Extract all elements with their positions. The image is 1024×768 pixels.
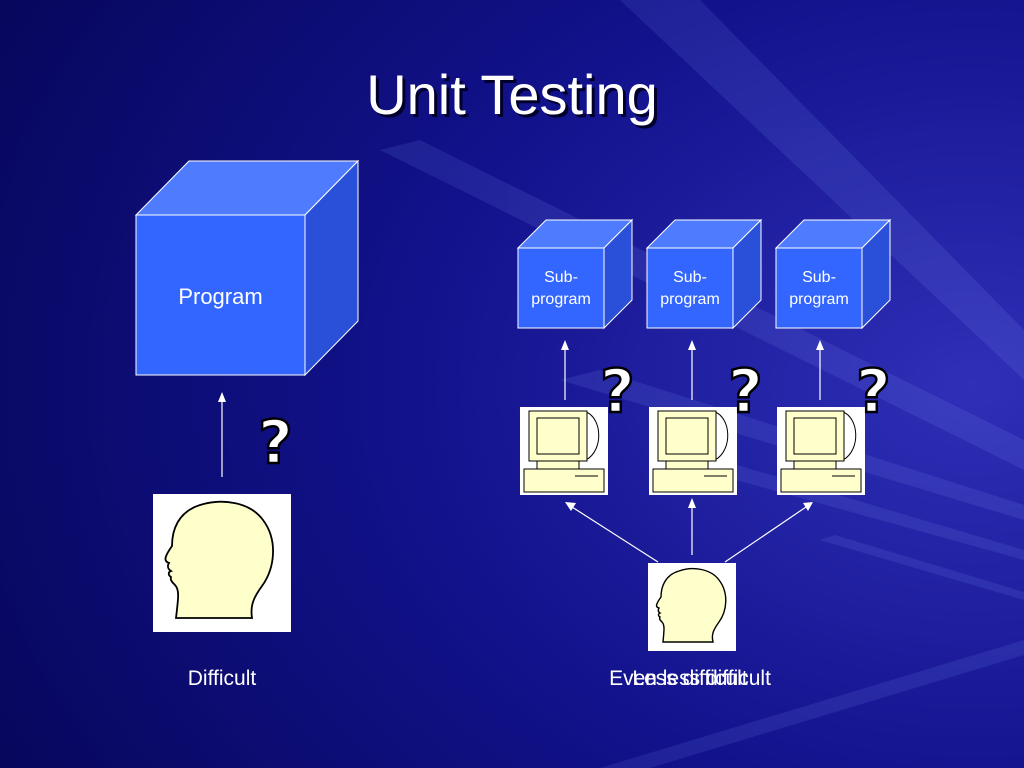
subprogram-cube-2 — [645, 218, 763, 330]
computer-icon-3 — [777, 407, 865, 495]
tester-head-icon-small — [648, 563, 736, 651]
subprogram-cube-1-label: Sub- program — [518, 267, 604, 311]
subprogram-cube-2-label: Sub- program — [647, 267, 733, 311]
arrow-head-to-program — [218, 392, 226, 477]
slide-title: Unit Testing — [366, 63, 658, 126]
program-cube — [134, 159, 360, 377]
question-mark-1: ? — [599, 357, 636, 427]
subprogram-1-line1: Sub- — [544, 269, 578, 286]
caption-less-difficult: Less difficult — [632, 667, 748, 690]
caption-difficult: Difficult — [187, 667, 257, 690]
subprogram-cube-1 — [516, 218, 634, 330]
tester-head-icon-large — [153, 494, 291, 632]
arrows-computer-to-subprogram — [561, 340, 824, 400]
subprogram-2-line2: program — [660, 291, 720, 308]
subprogram-1-line2: program — [531, 291, 591, 308]
question-mark-3: ? — [855, 357, 892, 427]
question-mark-2: ? — [727, 357, 764, 427]
caption-even-less-difficult: Even less difficult — [609, 667, 771, 690]
subprogram-cube-3-label: Sub- program — [776, 267, 862, 311]
computer-icon-2 — [649, 407, 737, 495]
subprogram-2-line1: Sub- — [673, 269, 707, 286]
question-mark-left: ? — [257, 408, 294, 478]
subprogram-3-line1: Sub- — [802, 269, 836, 286]
subprogram-cube-3 — [774, 218, 892, 330]
program-cube-label: Program — [178, 284, 263, 309]
subprogram-3-line2: program — [789, 291, 849, 308]
computer-icon-1 — [520, 407, 608, 495]
arrows-head-to-computers — [565, 498, 813, 563]
